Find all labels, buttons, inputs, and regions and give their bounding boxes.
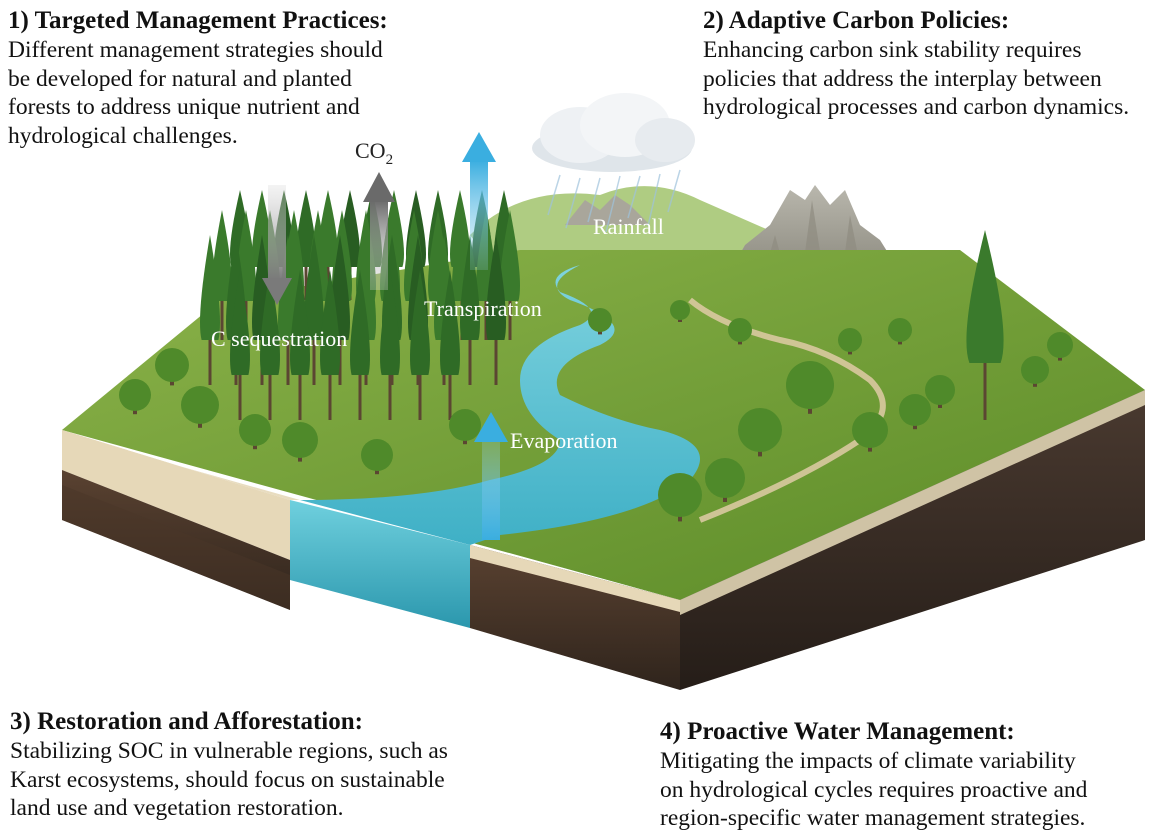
broadleaf-tree [155,348,189,386]
broadleaf-tree [658,473,702,522]
conifer-tree [440,270,460,420]
conifer-tree [278,235,298,385]
restoration-line-1: Stabilizing SOC in vulnerable regions, s… [10,738,448,764]
conifer-tree [380,270,400,420]
conifer-tree [410,270,430,420]
conifer-tree [260,270,280,420]
transpiration-label: Transpiration [424,296,542,321]
broadleaf-tree [738,408,782,457]
targeted-management-line-3: forests to address unique nutrient and [8,94,360,120]
targeted-management-line-2: be developed for natural and planted [8,65,352,92]
broadleaf-tree [449,409,481,445]
conifer-tree [486,235,506,385]
water-management-line-1: Mitigating the impacts of climate variab… [660,748,1076,774]
broadleaf-tree [899,394,931,430]
conifer-tree [230,270,250,420]
adaptive-carbon-line-2: policies that address the interplay betw… [703,65,1102,92]
targeted-management-panel: 1) Targeted Management Practices: Differ… [8,6,448,150]
restoration-panel: 3) Restoration and Afforestation: Stabil… [10,707,530,823]
conifer-tree [212,210,232,340]
conifer-tree [460,235,480,385]
rain-cloud [532,93,695,233]
targeted-management-line-1: Different management strategies should [8,37,383,63]
broadleaf-tree [925,375,955,408]
transpiration-arrow [462,132,496,270]
evaporation-arrow [474,412,508,540]
conifer-tree [200,235,220,385]
targeted-management-heading: 1) Targeted Management Practices: [8,7,388,34]
soil-cross-section [62,390,1145,690]
broadleaf-tree [282,422,318,462]
targeted-management-line-4: hydrological challenges. [8,122,238,149]
restoration-heading: 3) Restoration and Afforestation: [10,708,363,735]
conifer-tree [296,190,316,300]
adaptive-carbon-line-3: hydrological processes and carbon dynami… [703,94,1130,120]
water-management-line-3: region-specific water management strateg… [660,805,1086,831]
conifer-tree [350,270,370,420]
rainfall-label: Rainfall [593,214,664,239]
broadleaf-trees [119,300,1073,522]
restoration-line-2: Karst ecosystems, should focus on sustai… [10,766,445,793]
conifer-tree [320,270,340,420]
water-management-panel: 4) Proactive Water Management: Mitigatin… [660,717,1160,833]
broadleaf-tree [1047,332,1073,361]
co2-emission-arrow [363,172,395,290]
broadleaf-tree [838,328,862,355]
planted-forest [200,190,1004,420]
broadleaf-tree [361,439,393,475]
conifer-tree [500,210,520,340]
broadleaf-tree [119,379,151,415]
broadleaf-tree [239,414,271,450]
adaptive-carbon-heading: 2) Adaptive Carbon Policies: [703,7,1010,34]
conifer-tree [290,270,310,420]
broadleaf-tree [728,318,752,345]
adaptive-carbon-line-1: Enhancing carbon sink stability requires [703,37,1082,63]
conifer-tree [304,235,324,385]
co2-label: CO2 [355,138,393,168]
restoration-line-3: land use and vegetation restoration. [10,795,344,821]
water-management-heading: 4) Proactive Water Management: [660,718,1015,745]
broadleaf-tree [888,318,912,345]
water-management-line-2: on hydrological cycles requires proactiv… [660,776,1088,803]
broadleaf-tree [181,386,219,428]
broadleaf-tree [852,412,888,452]
broadleaf-tree [705,458,745,502]
broadleaf-tree [1021,356,1049,387]
c-sequestration-label: C sequestration [211,326,347,351]
broadleaf-tree [670,300,690,322]
adaptive-carbon-panel: 2) Adaptive Carbon Policies: Enhancing c… [703,6,1163,122]
c-sequestration-arrow [262,185,292,305]
broadleaf-tree [588,308,612,335]
conifer-tree [966,230,1004,420]
evaporation-label: Evaporation [510,428,618,453]
broadleaf-tree [786,361,834,414]
